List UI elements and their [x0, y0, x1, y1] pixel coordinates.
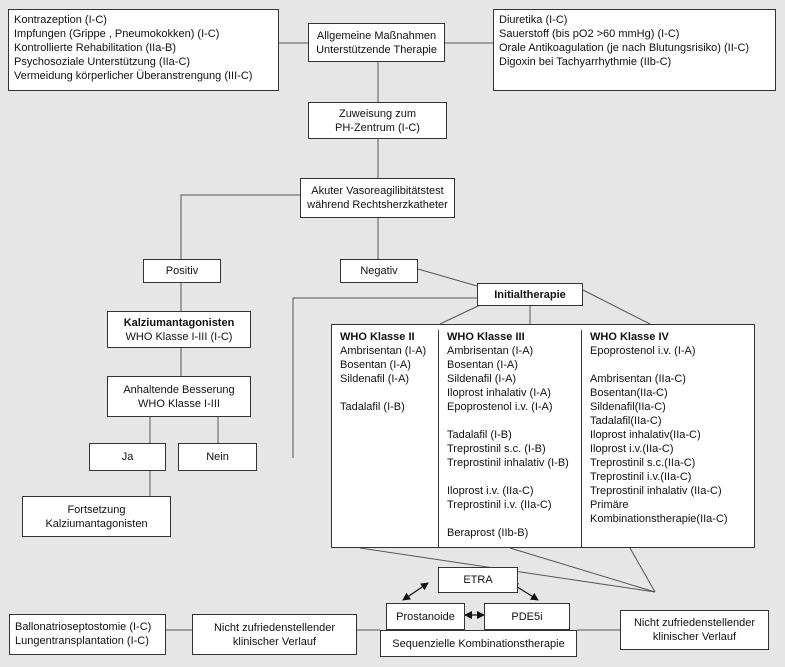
calcium-antagonists-subtitle: WHO Klasse I-III (I-C)	[125, 330, 233, 343]
sequential-combination-box: Sequenzielle Kombinationstherapie	[380, 630, 577, 657]
unsat-right-line-2: klinischer Verlauf	[652, 631, 737, 643]
who4-epoprostenol: Epoprostenol i.v. (I-A)	[590, 345, 696, 357]
continuation-box: Fortsetzung Kalziumantagonisten	[22, 496, 171, 537]
who2-bosentan: Bosentan (I-A)	[340, 359, 411, 371]
continuation-line-2: Kalziumantagonisten	[45, 517, 148, 530]
unsat-left-line-1: Nicht zufriedenstellender	[213, 621, 336, 634]
who3-epoprostenol: Epoprostenol i.v. (I-A)	[447, 401, 553, 413]
referral-box: Zuweisung zum PH-Zentrum (I-C)	[308, 102, 447, 139]
who4-combination-therapy: Kombinationstherapie(IIa-C)	[590, 513, 728, 525]
calcium-antagonists-box: Kalziumantagonisten WHO Klasse I-III (I-…	[107, 311, 251, 348]
general-measures-left-box: Kontrazeption (I-C) Impfungen (Grippe , …	[8, 9, 279, 91]
who3-treprostinil-sc: Treprostinil s.c. (I-B)	[447, 443, 546, 455]
referral-line-2: PH-Zentrum (I-C)	[335, 121, 420, 134]
calcium-antagonists-title: Kalziumantagonisten	[123, 316, 235, 329]
who2-tadalafil: Tadalafil (I-B)	[340, 401, 405, 413]
who3-tadalafil: Tadalafil (I-B)	[447, 429, 512, 441]
sequential-combination-label: Sequenzielle Kombinationstherapie	[392, 637, 565, 650]
who2-sildenafil: Sildenafil (I-A)	[340, 373, 410, 385]
unsatisfactory-course-left-box: Nicht zufriedenstellender klinischer Ver…	[192, 614, 357, 655]
who3-bosentan: Bosentan (I-A)	[447, 359, 518, 371]
initial-therapy-label: Initialtherapie	[494, 288, 566, 301]
who3-beraprost: Beraprost (IIb-B)	[447, 527, 529, 539]
who4-treprostinil-iv: Treprostinil i.v.(IIa-C)	[590, 471, 692, 483]
general-measures-box: Allgemeine Maßnahmen Unterstützende Ther…	[308, 23, 445, 62]
vaccination-text: Impfungen (Grippe , Pneumokokken) (I-C)	[14, 28, 220, 40]
negative-box: Negativ	[340, 259, 418, 283]
who4-tadalafil: Tadalafil(IIa-C)	[590, 415, 662, 427]
who4-treprostinil-sc: Treprostinil s.c.(IIa-C)	[590, 457, 696, 469]
vasoreactivity-test-box: Akuter Vasoreagilibitätstest während Rec…	[300, 178, 455, 218]
vasotest-line-1: Akuter Vasoreagilibitätstest	[311, 185, 444, 197]
improvement-line-2: WHO Klasse I-III	[138, 397, 220, 410]
vasotest-line-2: während Rechtsherzkatheter	[307, 199, 448, 211]
improvement-line-1: Anhaltende Besserung	[123, 383, 235, 396]
who3-treprostinil-iv: Treprostinil i.v. (IIa-C)	[447, 499, 552, 511]
positive-label: Positiv	[165, 265, 199, 277]
no-box: Nein	[178, 443, 257, 471]
avoid-overexertion-text: Vermeidung körperlicher Überanstrengung …	[14, 70, 253, 82]
diuretics-text: Diuretika (I-C)	[499, 14, 568, 26]
who4-iloprost-inhaled: Iloprost inhalativ(IIa-C)	[590, 429, 701, 441]
etra-label: ETRA	[463, 574, 493, 586]
who4-treprostinil-inhaled: Treprostinil inhalativ (IIa-C)	[590, 485, 722, 497]
who4-primary: Primäre	[590, 499, 629, 511]
who3-ambrisentan: Ambrisentan (I-A)	[447, 345, 534, 357]
referral-line-1: Zuweisung zum	[338, 107, 417, 120]
general-measures-title: Allgemeine Maßnahmen	[316, 29, 437, 42]
who4-iloprost-iv: Iloprost i.v.(IIa-C)	[590, 443, 674, 455]
pde5i-label: PDE5i	[511, 610, 543, 623]
who4-sildenafil: Sildenafil(IIa-C)	[590, 401, 666, 413]
balloon-septostomy-text: Ballonatrioseptostomie (I-C)	[15, 621, 152, 633]
who3-iloprost-inhaled: Iloprost inhalativ (I-A)	[447, 387, 551, 399]
contraception-text: Kontrazeption (I-C)	[14, 14, 107, 26]
negative-label: Negativ	[360, 265, 398, 277]
who-class-4-title: WHO Klasse IV	[590, 331, 669, 343]
unsat-left-line-2: klinischer Verlauf	[232, 635, 317, 648]
oxygen-text: Sauerstoff (bis pO2 >60 mmHg) (I-C)	[499, 28, 680, 40]
who-class-2-column: WHO Klasse II Ambrisentan (I-A) Bosentan…	[332, 330, 438, 547]
continuation-line-1: Fortsetzung	[67, 503, 126, 516]
etra-box: ETRA	[438, 567, 518, 593]
sustained-improvement-box: Anhaltende Besserung WHO Klasse I-III	[107, 376, 251, 417]
prostanoids-box: Prostanoide	[386, 603, 465, 630]
initial-therapy-box: Initialtherapie	[477, 283, 583, 306]
lung-transplant-text: Lungentransplantation (I-C)	[15, 635, 149, 647]
pde5i-box: PDE5i	[484, 603, 570, 630]
who4-ambrisentan: Ambrisentan (IIa-C)	[590, 373, 686, 385]
unsat-right-line-1: Nicht zufriedenstellender	[633, 617, 756, 629]
positive-box: Positiv	[143, 259, 221, 283]
who-classes-table: WHO Klasse II Ambrisentan (I-A) Bosentan…	[331, 324, 755, 548]
who3-sildenafil: Sildenafil (I-A)	[447, 373, 517, 385]
rehabilitation-text: Kontrollierte Rehabilitation (IIa-B)	[14, 42, 177, 54]
no-label: Nein	[206, 451, 229, 463]
yes-box: Ja	[89, 443, 166, 471]
unsatisfactory-course-right-box: Nicht zufriedenstellender klinischer Ver…	[620, 610, 769, 650]
who2-ambrisentan: Ambrisentan (I-A)	[340, 345, 427, 357]
psychosocial-support-text: Psychosoziale Unterstützung (IIa-C)	[14, 56, 191, 68]
who-class-3-title: WHO Klasse III	[447, 331, 525, 343]
who-class-4-column: WHO Klasse IV Epoprostenol i.v. (I-A) Am…	[581, 330, 754, 547]
who4-bosentan: Bosentan(IIa-C)	[590, 387, 668, 399]
who-class-2-title: WHO Klasse II	[340, 331, 415, 343]
who3-treprostinil-inhaled: Treprostinil inhalativ (I-B)	[447, 457, 569, 469]
general-measures-right-box: Diuretika (I-C) Sauerstoff (bis pO2 >60 …	[493, 9, 776, 91]
prostanoids-label: Prostanoide	[396, 610, 455, 623]
who3-iloprost-iv: Iloprost i.v. (IIa-C)	[447, 485, 534, 497]
yes-label: Ja	[121, 451, 134, 463]
who-class-3-column: WHO Klasse III Ambrisentan (I-A) Bosenta…	[438, 330, 581, 547]
supportive-therapy-title: Unterstützende Therapie	[316, 43, 437, 56]
surgical-options-box: Ballonatrioseptostomie (I-C) Lungentrans…	[9, 614, 166, 655]
anticoagulation-text: Orale Antikoagulation (je nach Blutungsr…	[499, 42, 750, 54]
digoxin-text: Digoxin bei Tachyarrhythmie (IIb-C)	[499, 56, 672, 68]
